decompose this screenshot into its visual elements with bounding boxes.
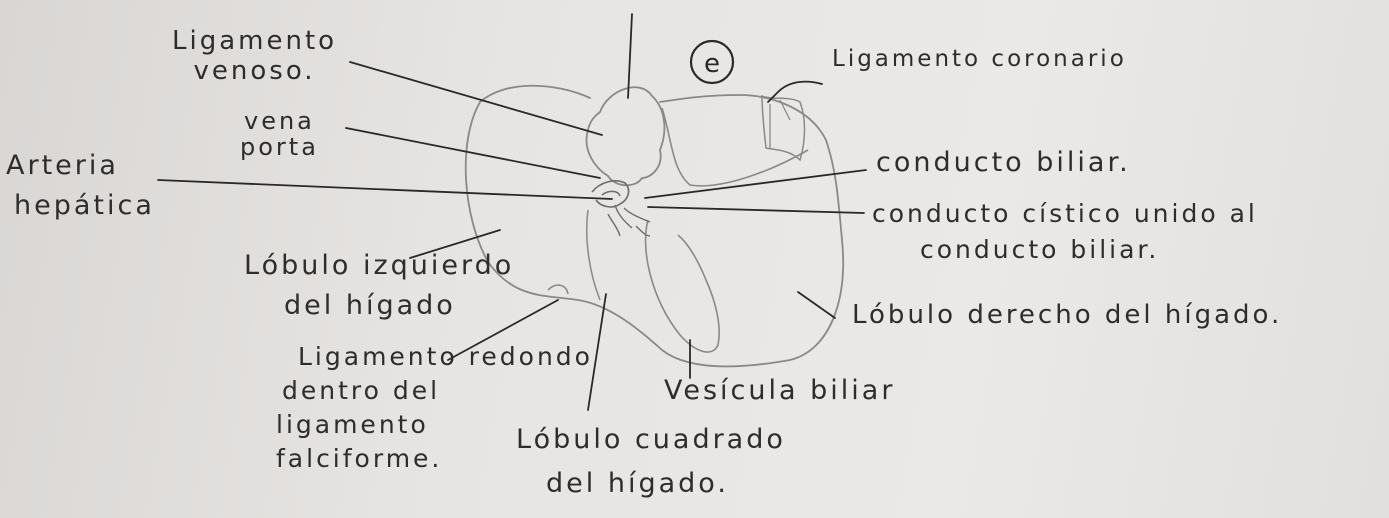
label-ligamento-coronario: Ligamento coronario <box>832 46 1127 72</box>
leader-lobulo-cuadrado <box>587 293 607 411</box>
label-conducto-biliar: conducto biliar. <box>876 147 1131 178</box>
caudate-lobe <box>585 86 666 187</box>
page-marker-letter: e <box>704 49 720 79</box>
label-lobulo-cuadrado: Lóbulo cuadrado del hígado. <box>516 424 786 499</box>
leader-conducto-cistico <box>647 206 865 214</box>
label-ligamento-venoso: Ligamento venoso. <box>172 26 338 86</box>
page-marker-circle <box>689 39 735 85</box>
leader-lobulo-derecho <box>797 291 836 319</box>
label-arteria-hepatica: Arteria hepática <box>6 150 155 221</box>
leader-ligamento-redondo <box>447 299 559 361</box>
coronary-ligament-inner <box>769 99 791 148</box>
label-vena-porta: vena porta <box>240 107 319 161</box>
leader-vena-porta <box>345 127 601 179</box>
leader-ligamento-coronario <box>767 80 823 103</box>
label-lobulo-derecho: Lóbulo derecho del hígado. <box>852 300 1283 330</box>
leader-top-vertical <box>627 13 633 99</box>
bile-ducts <box>607 204 651 237</box>
leader-conducto-biliar <box>644 169 867 199</box>
coronary-ligament-fold <box>761 94 806 162</box>
right-lobe-inner-curve <box>661 107 809 187</box>
leader-arteria-hepatica <box>157 179 613 200</box>
falciform-line <box>547 284 569 295</box>
quadrate-boundary <box>586 209 601 301</box>
label-lobulo-izquierdo: Lóbulo izquierdo del hígado <box>244 250 515 321</box>
label-conducto-cistico: conducto cístico unido al conducto bilia… <box>872 199 1258 264</box>
gallbladder-outline <box>644 219 720 353</box>
leader-lobulo-izquierdo <box>409 229 501 259</box>
liver-outline <box>464 84 844 368</box>
label-ligamento-redondo: Ligamento redondo dentro del ligamento f… <box>276 342 593 473</box>
label-vesicula-biliar: Vesícula biliar <box>664 375 896 406</box>
portal-vessels <box>591 180 630 208</box>
leader-ligamento-venoso <box>349 61 603 136</box>
